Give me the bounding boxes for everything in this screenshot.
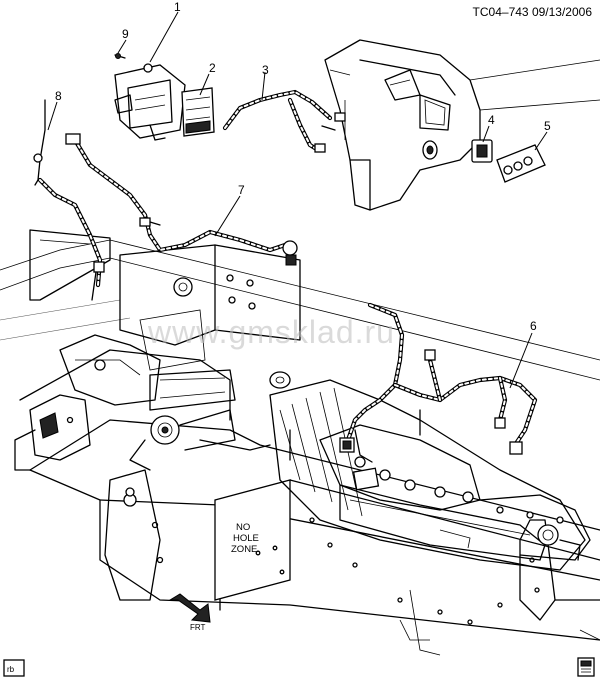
callout-2: 2: [209, 61, 216, 75]
part-9-bolt: [114, 53, 126, 59]
callout-4: 4: [488, 113, 495, 127]
callout-7: 7: [238, 183, 245, 197]
callout-6: 6: [530, 319, 537, 333]
frame-label-line-3: ZONE: [231, 544, 257, 555]
crossmember-bracket: [119, 244, 301, 389]
part-4-switch: [471, 139, 493, 163]
frame-label-line-2: HOLE: [233, 533, 259, 544]
diagram-date: 09/13/2006: [531, 5, 592, 19]
callout-leaders: [47, 11, 548, 389]
transmission: [269, 379, 591, 571]
frame-label-line-1: NO: [236, 522, 250, 533]
callout-8: 8: [55, 89, 62, 103]
part-5-switch-bezel: [496, 144, 546, 183]
part-8-lead: [33, 99, 46, 186]
diagram-code: TC04–743: [472, 5, 529, 19]
callout-9: 9: [122, 27, 129, 41]
part-2-module: [181, 87, 215, 137]
logo-icon: [577, 657, 595, 677]
corner-tag-box: [3, 659, 25, 677]
part-1-control-module-bracket: [114, 63, 186, 141]
callout-1: 1: [174, 0, 181, 14]
diagram-header: TC04–743 09/13/2006: [473, 5, 592, 19]
callout-5: 5: [544, 119, 551, 133]
frame-rail-rear: [0, 229, 600, 381]
callout-3: 3: [262, 63, 269, 77]
transfer-case: [59, 334, 271, 471]
part-6-harness: [339, 302, 538, 463]
instrument-panel: [324, 39, 600, 211]
corner-tag: rb: [7, 665, 15, 674]
part-7-harness: [37, 133, 298, 301]
frame-rail-front: [14, 349, 600, 656]
front-arrow-label: FRT: [190, 623, 206, 632]
part-3-harness: [222, 89, 346, 153]
watermark-text: www.gmsklad.ru: [147, 314, 395, 350]
front-direction-arrow: [168, 593, 211, 623]
